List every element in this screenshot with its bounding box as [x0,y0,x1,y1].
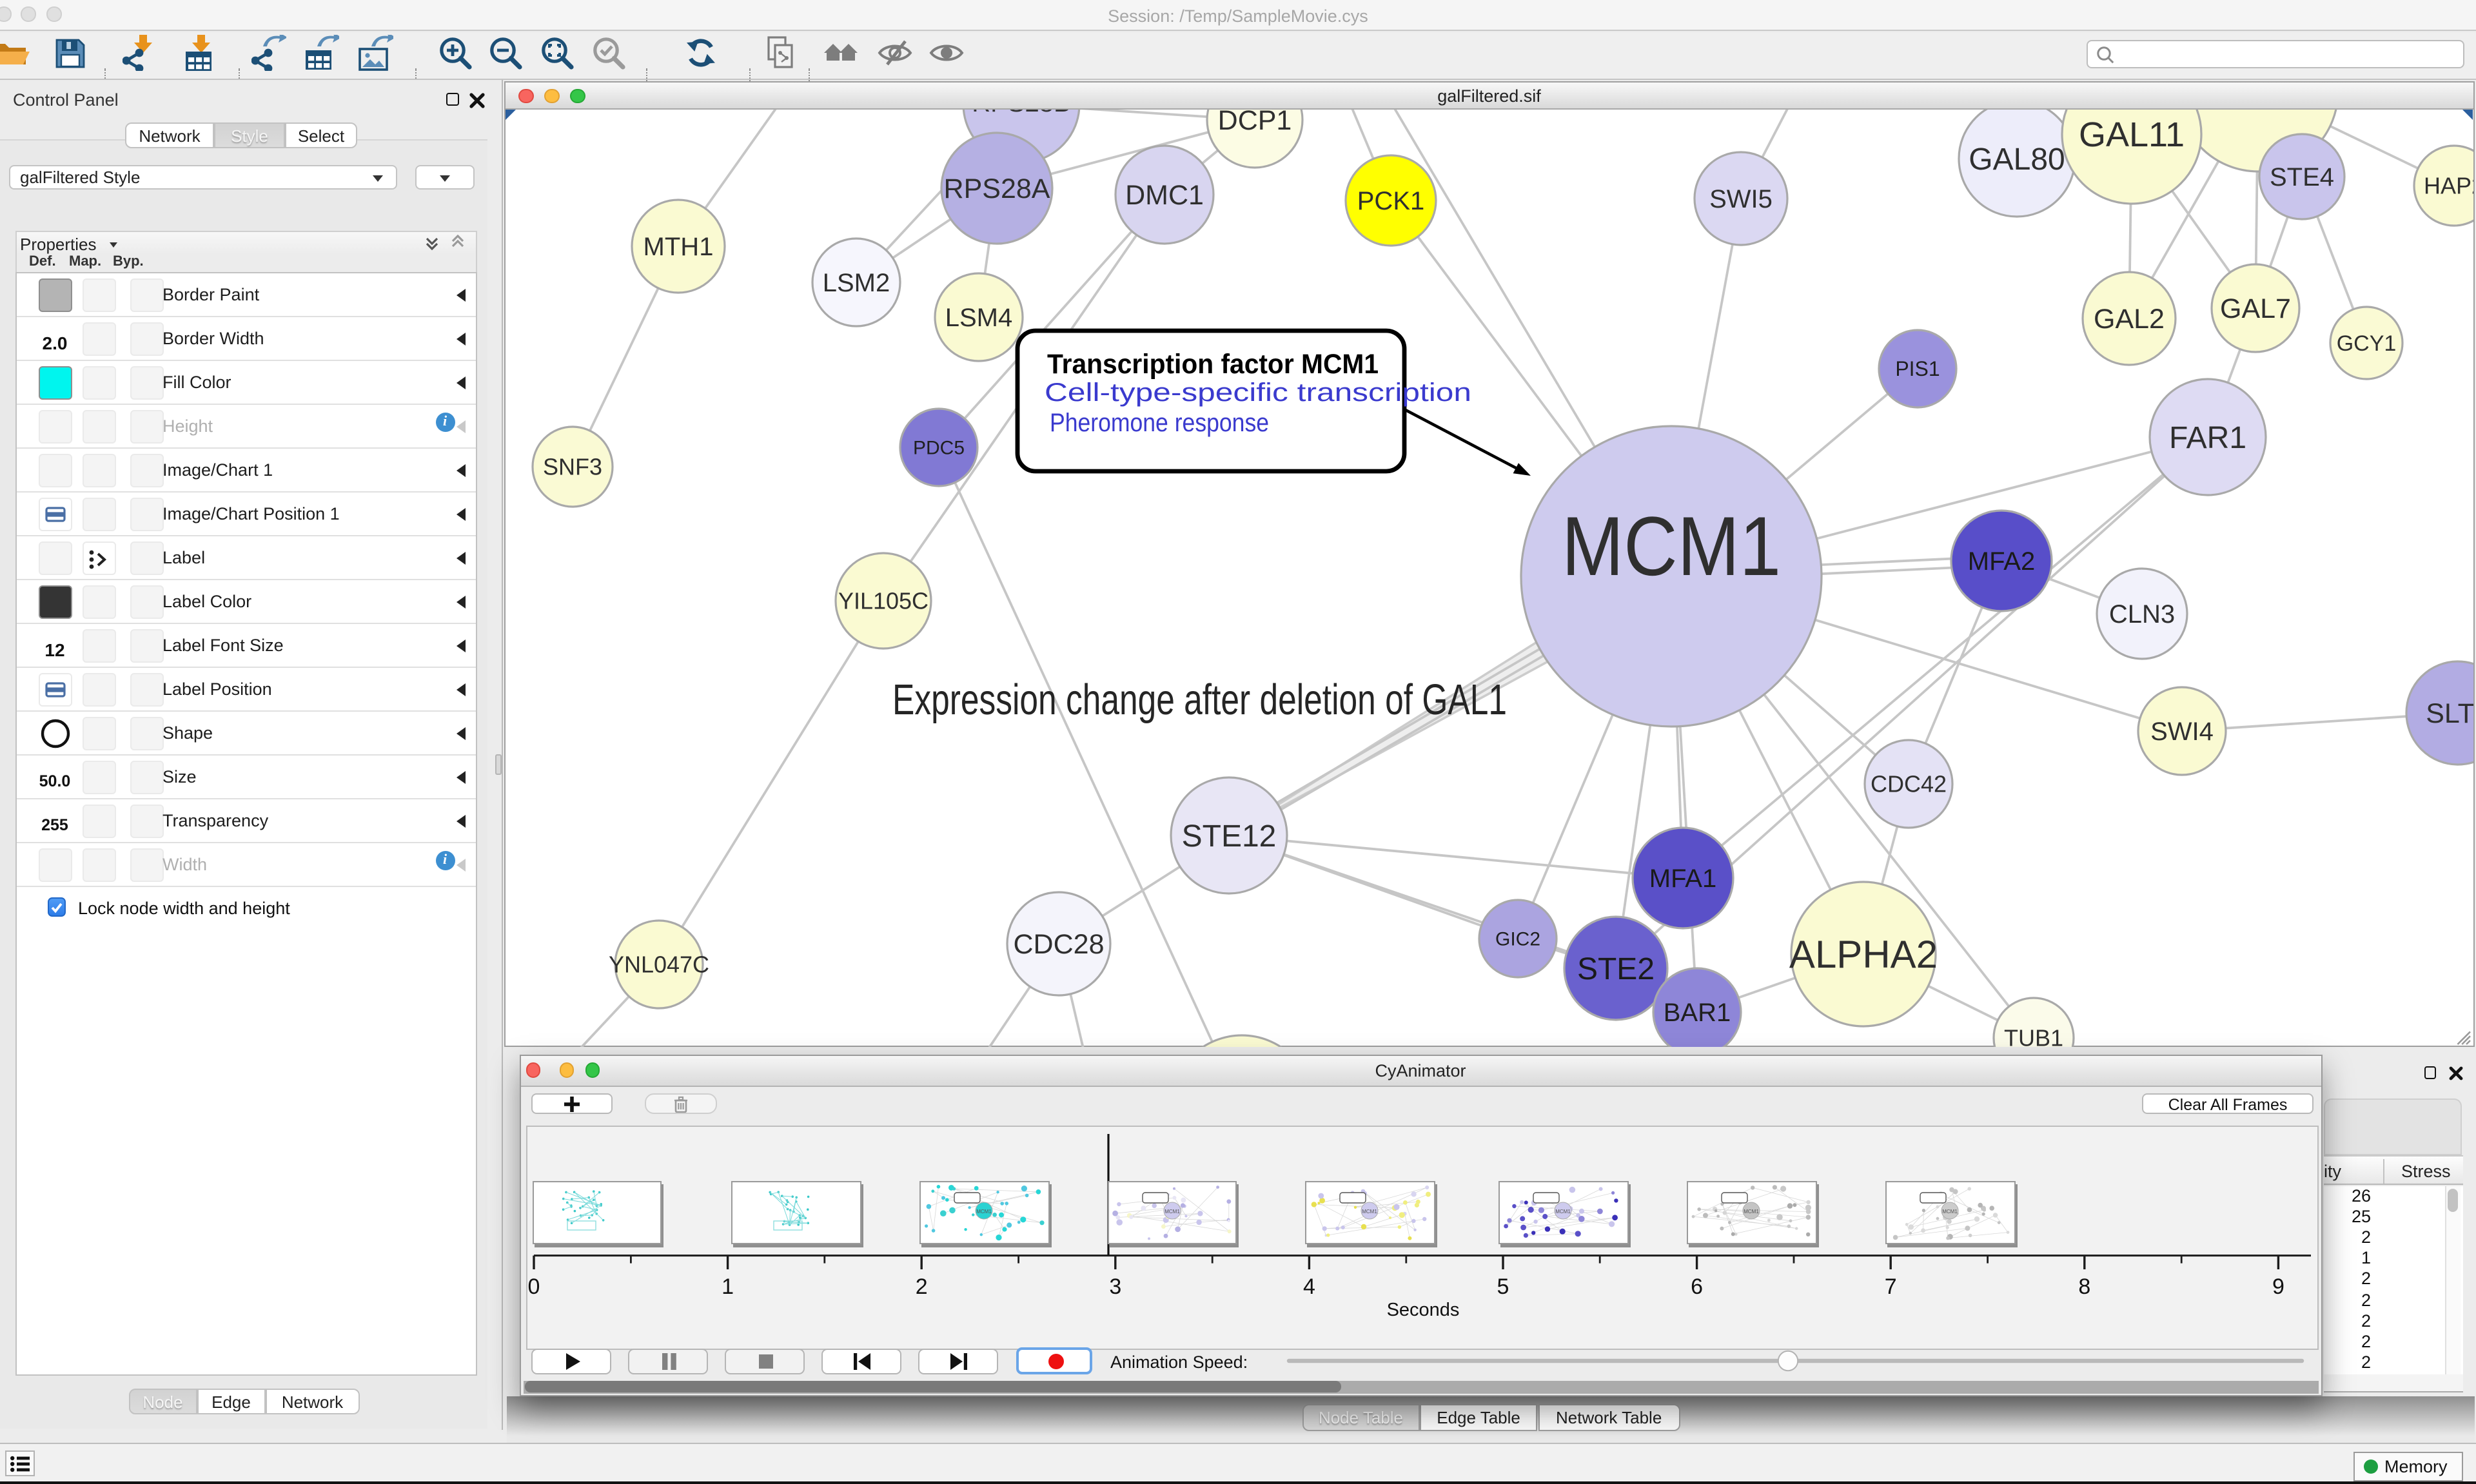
svg-text:GAL80: GAL80 [1969,142,2065,176]
svg-text:8: 8 [2078,1274,2090,1299]
svg-text:MCM1: MCM1 [1562,498,1781,592]
svg-text:4: 4 [1302,1274,1315,1299]
svg-text:ALPHA2: ALPHA2 [1789,932,1938,975]
svg-text:3: 3 [1108,1274,1121,1299]
svg-text:STE12: STE12 [1182,819,1277,853]
svg-text:YNL047C: YNL047C [609,951,709,977]
svg-text:FAR1: FAR1 [2169,420,2246,454]
svg-text:GAL7: GAL7 [2220,293,2291,324]
svg-text:DMC1: DMC1 [1125,179,1204,210]
svg-text:MCM1: MCM1 [1362,1208,1377,1214]
svg-text:Cell-type-specific transcripti: Cell-type-specific transcription [1045,378,1471,406]
svg-text:LSM4: LSM4 [945,303,1013,331]
svg-text:STE2: STE2 [1577,952,1655,986]
svg-text:MCM1: MCM1 [1744,1208,1759,1214]
svg-text:STE4: STE4 [2270,162,2334,191]
svg-text:CDC28: CDC28 [1014,928,1105,959]
svg-text:Expression change after deleti: Expression change after deletion of GAL1 [892,675,1507,723]
svg-text:9: 9 [2272,1274,2284,1299]
svg-text:SWI5: SWI5 [1709,184,1773,213]
svg-text:Transcription factor MCM1: Transcription factor MCM1 [1047,348,1379,379]
svg-text:SWI4: SWI4 [2150,717,2214,745]
svg-text:RPS28A: RPS28A [944,173,1050,204]
svg-text:PDC5: PDC5 [913,436,965,458]
svg-text:MCM1: MCM1 [1555,1208,1571,1214]
svg-text:YIL105C: YIL105C [838,587,928,614]
svg-text:5: 5 [1497,1274,1509,1299]
svg-text:CLN3: CLN3 [2109,600,2175,628]
svg-text:MCM1: MCM1 [976,1208,992,1214]
svg-text:0: 0 [527,1274,540,1299]
svg-text:GCY1: GCY1 [2337,331,2397,355]
svg-text:GIC2: GIC2 [1495,928,1540,949]
svg-text:BAR1: BAR1 [1664,998,1731,1026]
svg-text:SLT2: SLT2 [2426,698,2473,728]
svg-text:CDC42: CDC42 [1871,770,1947,797]
svg-text:Seconds: Seconds [1386,1300,1459,1320]
svg-text:2: 2 [915,1274,927,1299]
svg-text:GAL11: GAL11 [2079,115,2185,153]
svg-text:MFA2: MFA2 [1968,547,2035,575]
svg-text:MCM1: MCM1 [1942,1208,1958,1214]
svg-text:GAL2: GAL2 [2094,303,2165,334]
svg-text:TUB1: TUB1 [2004,1024,2063,1046]
svg-text:7: 7 [1884,1274,1896,1299]
svg-text:LSM2: LSM2 [823,268,890,297]
svg-text:Pheromone response: Pheromone response [1050,408,1269,436]
svg-text:MFA1: MFA1 [1649,864,1716,892]
svg-text:HAP2: HAP2 [2424,172,2473,199]
svg-text:MCM1: MCM1 [1164,1208,1179,1214]
svg-text:PIS1: PIS1 [1895,356,1940,380]
svg-text:DCP1: DCP1 [1218,109,1292,135]
svg-text:MTH1: MTH1 [644,232,714,260]
svg-text:6: 6 [1690,1274,1702,1299]
svg-text:1: 1 [721,1274,733,1299]
svg-text:SNF3: SNF3 [543,453,602,480]
svg-text:RPS28B: RPS28B [972,109,1070,117]
svg-text:PCK1: PCK1 [1357,186,1425,215]
